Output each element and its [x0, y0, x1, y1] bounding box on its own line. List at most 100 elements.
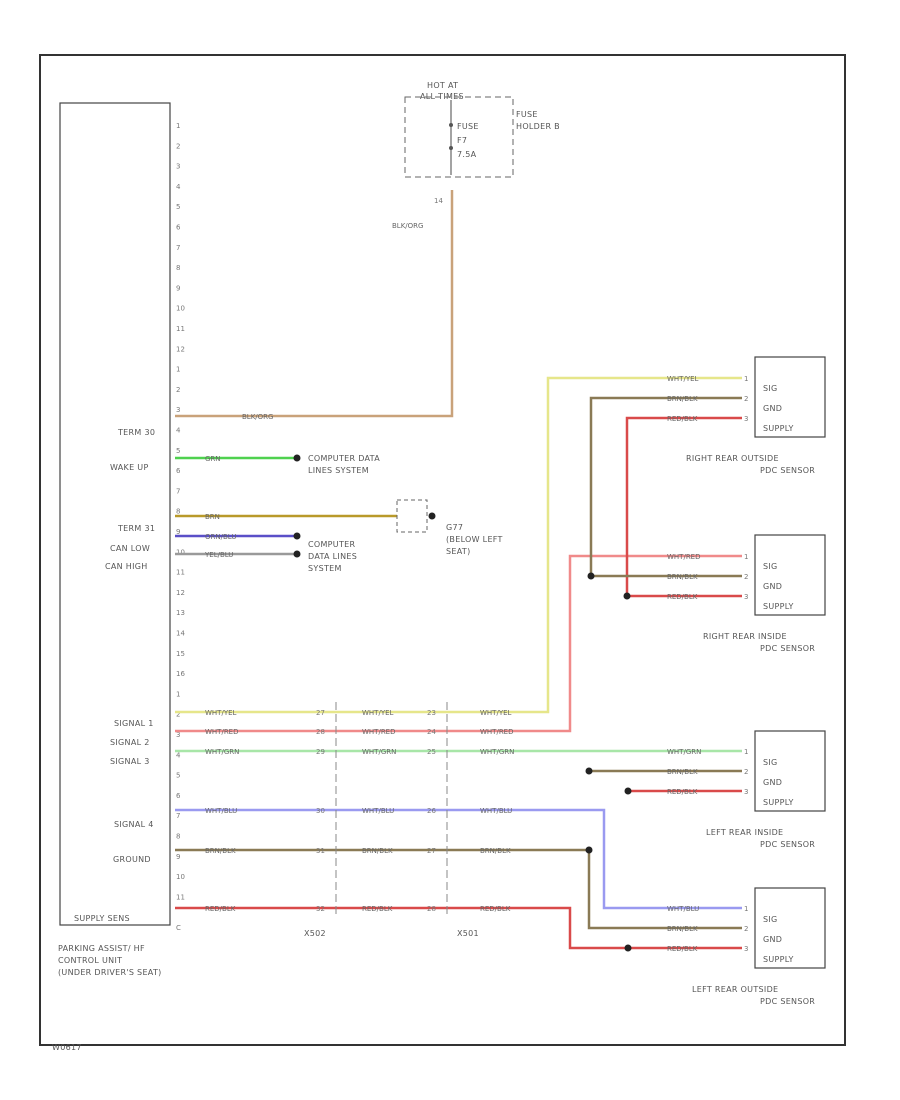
wire-label: WHT/RED [362, 728, 396, 736]
wire-label: WHT/YEL [205, 709, 237, 717]
wire-label: WHT/BLU [362, 807, 394, 815]
sensor-supply-label: SUPPLY [763, 798, 794, 807]
wire-label: GRN [205, 455, 221, 463]
wire-label: BRN/BLK [667, 925, 698, 933]
control-unit-pin-number: 3 [176, 163, 180, 171]
fuse-bottom-terminal [449, 146, 453, 150]
label-signal3: SIGNAL 3 [110, 757, 150, 766]
fuse-holder: HOT AT ALL TIMES FUSE F7 7.5A FUSE HOLDE… [392, 81, 560, 230]
connector-x502-label: X502 [304, 929, 326, 938]
control-unit-pin-number: 8 [176, 264, 180, 272]
wire-label: ORN/BLU [205, 533, 236, 541]
control-unit-pin-number: 14 [176, 630, 185, 638]
control-unit-pin-number: 10 [176, 305, 185, 313]
wire-label: WHT/GRN [362, 748, 396, 756]
control-unit-pin-number: 9 [176, 528, 180, 536]
control-unit-pin-number: 8 [176, 508, 180, 516]
wire-label: BRN [205, 513, 220, 521]
computer-data-2-line2: DATA LINES [308, 552, 357, 561]
control-unit-name-2: CONTROL UNIT [58, 956, 122, 965]
wire-label: BRN/BLK [667, 395, 698, 403]
control-unit-pin-number: 12 [176, 345, 185, 353]
sensor-name-1: RIGHT REAR INSIDE [703, 632, 787, 641]
sensor-sig-label: SIG [763, 758, 778, 767]
sensor-right-rear-outside: SIG GND SUPPLY 1 2 3 RIGHT REAR OUTSIDE … [686, 356, 826, 475]
connector-pin-number: 23 [427, 709, 436, 717]
wire-label: BRN/BLK [362, 847, 393, 855]
sensor-gnd-label: GND [763, 582, 782, 591]
sensor-box [754, 534, 826, 616]
sensor-box [754, 887, 826, 969]
splice-dots [293, 454, 632, 952]
connector-x502: X502 [304, 702, 337, 938]
sensor-pin: 2 [744, 925, 748, 933]
control-unit-pin-number: 12 [176, 589, 185, 597]
connector-pin-number: 31 [316, 847, 325, 855]
connector-pin-number: 29 [316, 748, 325, 756]
label-canhigh: CAN HIGH [105, 562, 148, 571]
sensor-sig-label: SIG [763, 384, 778, 393]
label-wakeup: WAKE UP [110, 463, 149, 472]
fuse-hot-at: HOT AT [427, 81, 458, 90]
control-unit-pin-number: 11 [176, 893, 185, 901]
control-unit-pin-number: 4 [176, 183, 181, 191]
wire-label: RED/BLK [667, 593, 698, 601]
control-unit-pin-number: 13 [176, 609, 185, 617]
ground-point-desc-1: (BELOW LEFT [446, 535, 503, 544]
control-unit-pin-number: 9 [176, 284, 180, 292]
sensor-box [754, 356, 826, 438]
control-unit-connector: C [176, 924, 181, 932]
ground-point-desc-2: SEAT) [446, 547, 471, 556]
control-unit-box [59, 102, 171, 926]
connector-pin-number: 24 [427, 728, 436, 736]
sensor-pin: 1 [744, 553, 748, 561]
wire-label: RED/BLK [667, 415, 698, 423]
wire-label: WHT/BLU [667, 905, 699, 913]
computer-data-2-line3: SYSTEM [308, 564, 342, 573]
connector-pin-number: 28 [427, 905, 436, 913]
wire-label: YEL/BLU [204, 551, 233, 559]
control-unit-pin-number: 11 [176, 325, 185, 333]
splice-dot [293, 454, 301, 462]
control-unit-pin-number: 7 [176, 812, 180, 820]
control-unit-pin-number: 4 [176, 751, 181, 759]
wire-label: BRN/BLK [667, 573, 698, 581]
sensor-left-rear-inside: SIG GND SUPPLY 1 2 3 LEFT REAR INSIDE PD… [706, 730, 826, 849]
diagram-id: W0617 [52, 1043, 82, 1052]
fuse-number: F7 [457, 136, 467, 145]
splice-dot [585, 846, 593, 854]
splice-dot [293, 532, 301, 540]
label-signal1: SIGNAL 1 [114, 719, 154, 728]
label-term30: TERM 30 [117, 428, 155, 437]
fuse-holder-box [404, 96, 514, 178]
sensor-pin: 3 [744, 415, 748, 423]
sensor-left-rear-outside: SIG GND SUPPLY 1 2 3 LEFT REAR OUTSIDE P… [692, 887, 826, 1006]
wire-ground [175, 848, 742, 930]
control-unit-pin-number: 4 [176, 427, 181, 435]
connector-pin-number: 32 [316, 905, 325, 913]
sensor-right-rear-inside: SIG GND SUPPLY 1 2 3 RIGHT REAR INSIDE P… [703, 534, 826, 653]
sensor-name-2: PDC SENSOR [760, 466, 815, 475]
control-unit-name-3: (UNDER DRIVER'S SEAT) [58, 968, 162, 977]
sensor-pin: 1 [744, 375, 748, 383]
control-unit-pin-number: 1 [176, 690, 180, 698]
computer-data-2-line1: COMPUTER [308, 540, 356, 549]
control-unit-pin-number: 15 [176, 650, 185, 658]
wire-label: WHT/RED [205, 728, 239, 736]
wire-label: WHT/GRN [667, 748, 701, 756]
control-unit-pin-number: 3 [176, 731, 180, 739]
wire-label: BRN/BLK [667, 768, 698, 776]
label-canlow: CAN LOW [110, 544, 150, 553]
connector-pin-number: 25 [427, 748, 436, 756]
control-unit-pin-number: 6 [176, 792, 181, 800]
connector-pin-number: 26 [427, 807, 436, 815]
sensor-box [754, 730, 826, 812]
fuse-holder-label-2: HOLDER B [516, 122, 560, 131]
sensor-name-2: PDC SENSOR [760, 644, 815, 653]
wire-label: WHT/RED [480, 728, 514, 736]
control-unit-pin-number: 16 [176, 670, 185, 678]
sensor-gnd-label: GND [763, 778, 782, 787]
control-unit-pin-number: 2 [176, 711, 180, 719]
wire-term30 [175, 190, 454, 418]
